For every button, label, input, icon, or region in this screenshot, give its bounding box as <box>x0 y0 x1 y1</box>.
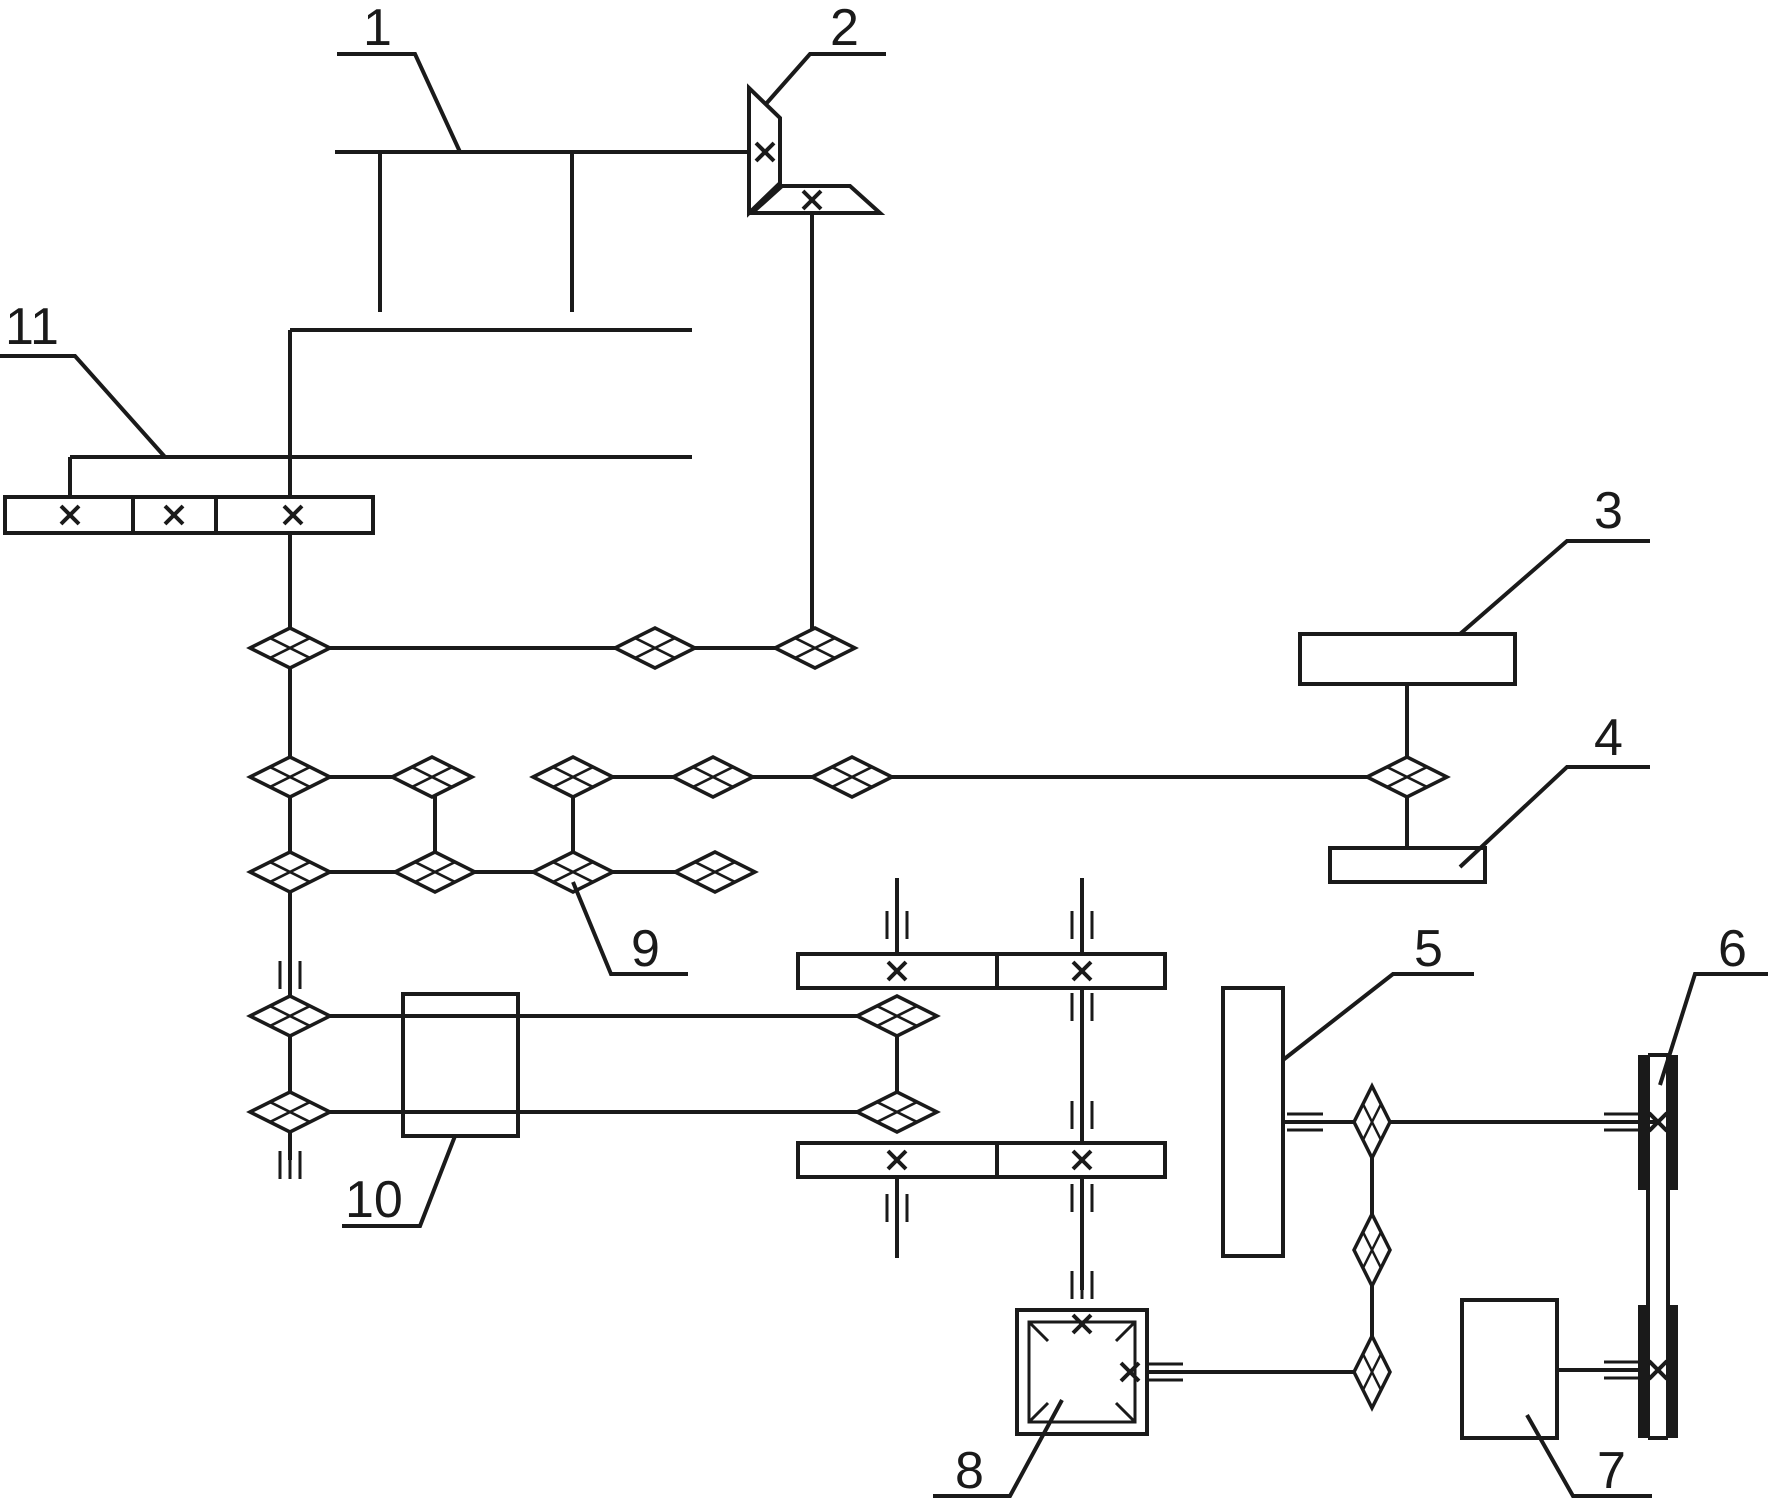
universal-joint-icon <box>393 850 477 894</box>
universal-joint-icon <box>1365 755 1449 799</box>
label-2: 2 <box>830 0 859 57</box>
label-3: 3 <box>1594 482 1623 540</box>
component-6-belt-drive <box>1602 1053 1678 1440</box>
leader-lines <box>0 52 1768 1498</box>
universal-joint-icon <box>773 626 857 670</box>
universal-joint-icon <box>248 850 332 894</box>
universal-joint-icon <box>613 626 697 670</box>
universal-joints <box>248 626 939 1134</box>
universal-joint-icon <box>673 850 757 894</box>
label-4: 4 <box>1594 709 1623 767</box>
universal-joint-icon <box>1352 1212 1392 1288</box>
component-7-motor <box>1460 1298 1640 1440</box>
label-5: 5 <box>1414 920 1443 978</box>
bearing-icon <box>1602 1112 1642 1132</box>
universal-joint-icon <box>390 755 474 799</box>
label-6: 6 <box>1718 920 1747 978</box>
component-3-4 <box>1298 632 1517 884</box>
universal-joint-icon <box>1352 1334 1392 1410</box>
bearing-icon <box>278 959 302 991</box>
bearing-icon <box>278 1149 302 1181</box>
label-9: 9 <box>631 920 660 978</box>
universal-joint-icon <box>810 755 894 799</box>
bearing-icon <box>885 909 909 941</box>
universal-joint-icon <box>855 1090 939 1134</box>
label-7: 7 <box>1597 1442 1626 1498</box>
universal-joint-icon <box>1352 1084 1392 1160</box>
gear-mark-icon <box>1647 1359 1669 1381</box>
gear-set-11 <box>3 495 375 535</box>
universal-joint-icon <box>248 1090 332 1134</box>
universal-joint-icon <box>531 755 615 799</box>
bearing-icon <box>1070 991 1094 1023</box>
universal-joint-icon <box>248 626 332 670</box>
bearing-icon <box>1070 1269 1094 1301</box>
bearing-icon <box>885 1192 909 1224</box>
label-10: 10 <box>345 1171 403 1229</box>
bevel-gear-pair <box>746 83 886 648</box>
universal-joint-icon <box>671 755 755 799</box>
bearing-icon <box>1070 1099 1094 1131</box>
bearing-icon <box>1285 1112 1325 1132</box>
component-5-and-linkage <box>1221 986 1660 1410</box>
bearing-icon <box>1070 1182 1094 1214</box>
bearing-icon <box>1070 909 1094 941</box>
label-1: 1 <box>363 0 392 57</box>
bearing-icon <box>1145 1362 1185 1382</box>
gearbox-pairs <box>796 878 1167 1301</box>
label-8: 8 <box>955 1442 984 1498</box>
bevel-gearbox-8 <box>1015 1308 1372 1436</box>
callout-labels: 1 2 3 4 5 6 7 8 9 10 11 <box>5 0 1747 1498</box>
universal-joint-icon <box>248 755 332 799</box>
frame-structure <box>68 150 752 497</box>
universal-joint-icon <box>855 994 939 1038</box>
label-11: 11 <box>5 298 59 356</box>
universal-joint-icon <box>248 994 332 1038</box>
component-10-box <box>401 992 520 1138</box>
